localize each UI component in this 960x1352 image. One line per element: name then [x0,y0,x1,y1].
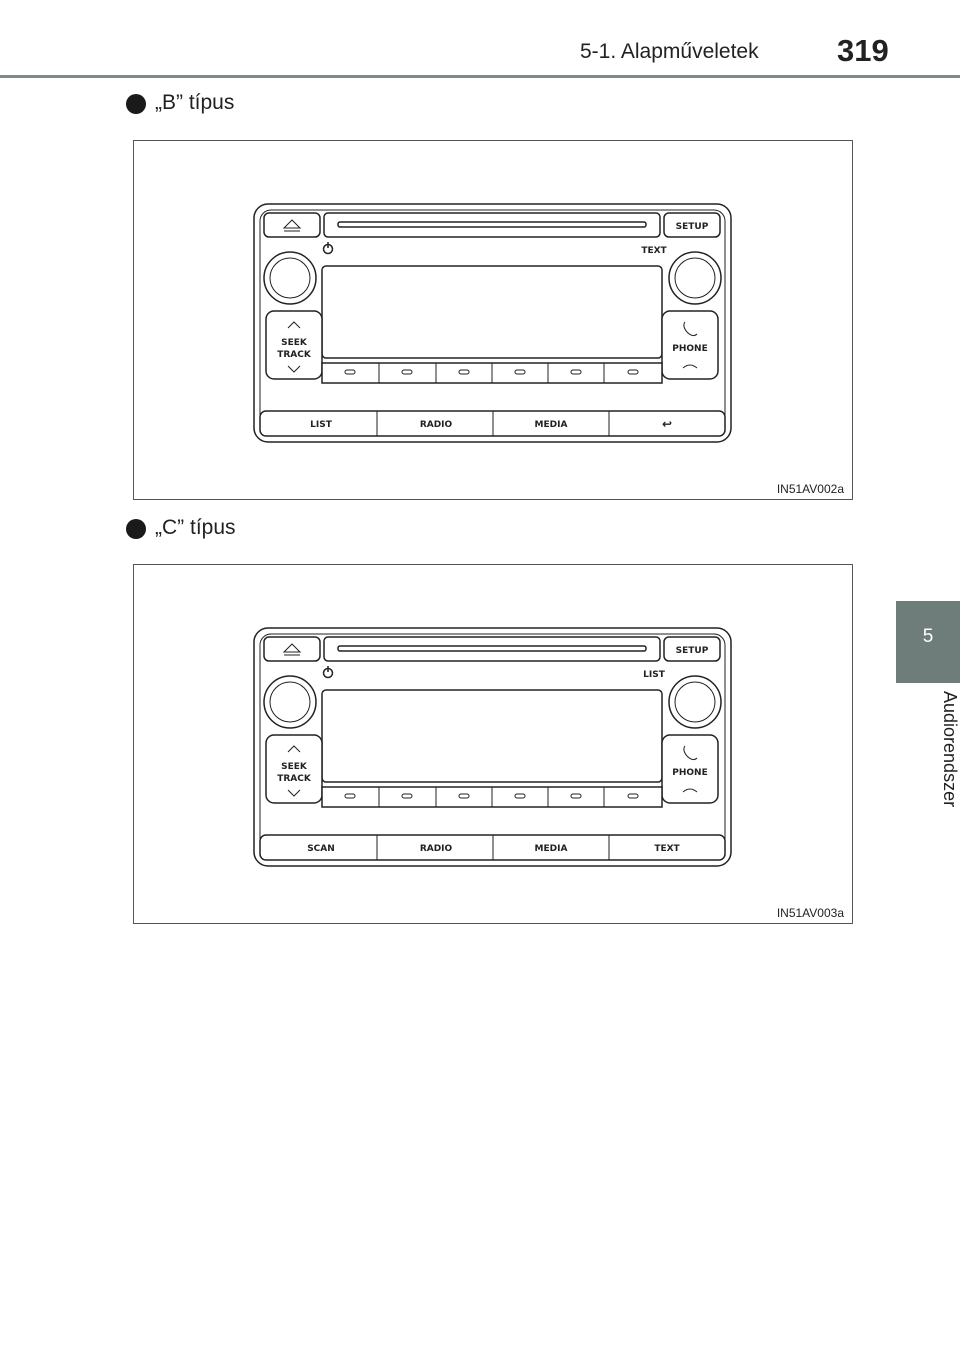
tune-knob[interactable] [668,675,722,729]
figure-b: SETUP TEXT SEEK TRACK PHONE [133,140,853,500]
preset-5[interactable] [570,793,582,799]
phone-hangup-icon [682,788,698,793]
volume-knob[interactable] [263,251,317,305]
preset-1[interactable] [344,369,356,375]
radio-unit-c: SETUP LIST SEEK TRACK PHONE [253,627,732,867]
preset-4[interactable] [514,793,526,799]
figure-code-c: IN51AV003a [776,906,844,920]
phone-label: PHONE [672,344,707,354]
setup-button[interactable]: SETUP [663,636,721,662]
preset-1[interactable] [344,793,356,799]
preset-6[interactable] [627,369,639,375]
preset-4[interactable] [514,369,526,375]
header-rule [0,75,960,78]
radio-button[interactable]: RADIO [420,844,453,854]
display-screen [321,265,663,359]
phone-pickup-icon [683,745,698,761]
chevron-up-icon [287,321,301,329]
track-label: TRACK [277,350,312,360]
figure-code-b: IN51AV002a [776,482,844,496]
media-button[interactable]: MEDIA [535,420,568,430]
preset-5[interactable] [570,369,582,375]
phone-button[interactable]: PHONE [661,734,719,804]
figure-c: SETUP LIST SEEK TRACK PHONE [133,564,853,924]
setup-label: SETUP [676,646,709,656]
seek-track-button[interactable]: SEEK TRACK [265,734,323,804]
preset-buttons [321,362,663,384]
preset-2[interactable] [401,369,413,375]
preset-6[interactable] [627,793,639,799]
seek-label: SEEK [281,762,308,772]
chevron-down-icon [287,789,301,797]
disc-slot [323,212,661,238]
figure-title-c: „C” típus [155,516,236,539]
tune-knob[interactable] [668,251,722,305]
phone-label: PHONE [672,768,707,778]
preset-2[interactable] [401,793,413,799]
chevron-up-icon [287,745,301,753]
phone-pickup-icon [683,321,698,337]
setup-label: SETUP [676,222,709,232]
bottom-button-row: SCAN RADIO MEDIA TEXT [259,834,726,861]
radio-unit-b: SETUP TEXT SEEK TRACK PHONE [253,203,732,443]
power-icon [322,666,334,679]
phone-hangup-icon [682,364,698,369]
preset-3[interactable] [458,793,470,799]
text-label-top: TEXT [641,246,667,256]
track-label: TRACK [277,774,312,784]
list-button[interactable]: LIST [310,420,333,430]
disc-slot [323,636,661,662]
radio-button[interactable]: RADIO [420,420,453,430]
eject-button[interactable] [263,212,321,238]
phone-button[interactable]: PHONE [661,310,719,380]
back-button[interactable]: ↩ [662,417,672,431]
chevron-down-icon [287,365,301,373]
bullet-icon [126,94,146,114]
power-icon [322,242,334,255]
seek-track-button[interactable]: SEEK TRACK [265,310,323,380]
list-label-top: LIST [643,670,666,680]
setup-button[interactable]: SETUP [663,212,721,238]
seek-label: SEEK [281,338,308,348]
text-button[interactable]: TEXT [654,844,680,854]
display-screen [321,689,663,783]
eject-button[interactable] [263,636,321,662]
preset-3[interactable] [458,369,470,375]
header-section: 5-1. Alapműveletek [580,40,759,63]
scan-button[interactable]: SCAN [307,844,335,854]
bullet-icon [126,519,146,539]
volume-knob[interactable] [263,675,317,729]
page-number: 319 [837,33,889,68]
bottom-button-row: LIST RADIO MEDIA ↩ [259,410,726,437]
chapter-tab[interactable]: 5 [896,601,960,683]
figure-title-b: „B” típus [155,91,235,114]
chapter-label: Audiorendszer [940,691,960,808]
preset-buttons [321,786,663,808]
media-button[interactable]: MEDIA [535,844,568,854]
